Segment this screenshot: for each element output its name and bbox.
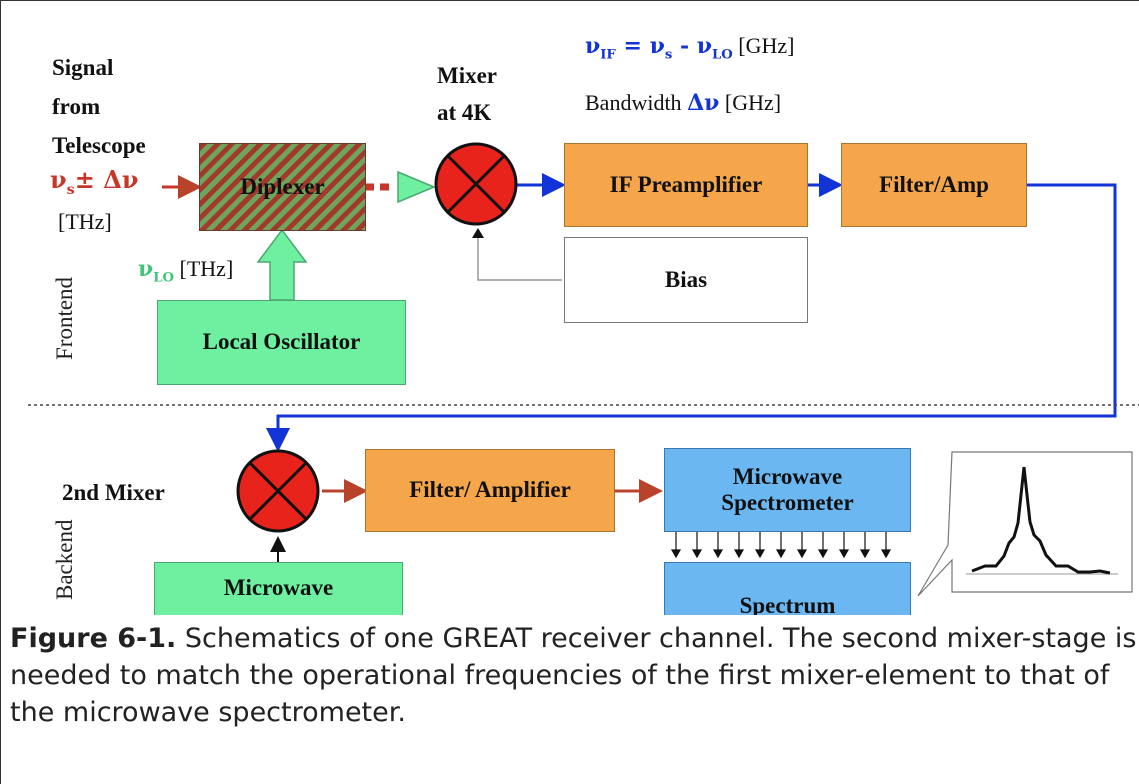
- diplexer-label: Diplexer: [240, 173, 325, 199]
- spectrum-label: Spectrum: [739, 593, 836, 615]
- diplexer-output-arrow: [397, 170, 436, 204]
- caption-label: Figure 6-1.: [10, 623, 177, 654]
- if-unit: [GHz]: [738, 33, 795, 58]
- figure-caption: Figure 6-1. Schematics of one GREAT rece…: [10, 620, 1139, 731]
- bias-label: Bias: [664, 266, 708, 292]
- bias-box: Bias: [564, 237, 808, 323]
- caption-text: Schematics of one GREAT receiver channel…: [10, 623, 1137, 728]
- local-oscillator-box: Local Oscillator: [157, 300, 406, 385]
- if-preamplifier-box: IF Preamplifier: [564, 143, 808, 227]
- bandwidth-symbol: Δν: [687, 90, 720, 116]
- schematic-wires: [28, 170, 1139, 597]
- receiver-schematic: Diplexer Local Oscillator IF Preamplifie…: [28, 33, 1139, 615]
- second-mixer-symbol: [236, 449, 320, 533]
- microwave-spectrometer-box: Microwave Spectrometer: [664, 448, 911, 532]
- spectrum-arrows: [670, 532, 892, 559]
- if-formula: νIF = νs - νLO [GHz]: [585, 33, 794, 62]
- microwave-box: Microwave: [154, 562, 403, 615]
- signal-frequency: νs± Δν: [50, 165, 139, 198]
- bias-line: [477, 236, 562, 281]
- lo-unit: [THz]: [179, 256, 234, 281]
- microwave-spectrometer-label: Microwave Spectrometer: [721, 463, 854, 515]
- lo-frequency: νLO [THz]: [138, 256, 234, 286]
- bandwidth-line: Bandwidth Δν [GHz]: [585, 90, 781, 116]
- frontend-label: Frontend: [52, 276, 77, 360]
- mixer-symbol: [434, 142, 518, 226]
- spectrum-callout: [917, 451, 1133, 597]
- second-mixer-label: 2nd Mixer: [62, 480, 165, 505]
- filter-amp-box: Filter/Amp: [841, 143, 1027, 227]
- bandwidth-label: Bandwidth: [585, 90, 682, 115]
- signal-frequency-text: νs± Δν: [50, 165, 139, 198]
- if-preamplifier-label: IF Preamplifier: [609, 171, 763, 197]
- local-oscillator-label: Local Oscillator: [202, 329, 361, 355]
- mixer-label: Mixer at 4K: [437, 63, 498, 125]
- lo-arrow: [256, 228, 308, 301]
- if-to-backend-line: [266, 183, 1117, 452]
- filter-amp-label: Filter/Amp: [879, 171, 989, 197]
- microwave-label: Microwave: [223, 575, 334, 600]
- filter-amplifier-box: Filter/ Amplifier: [365, 449, 615, 532]
- bandwidth-unit: [GHz]: [724, 90, 782, 115]
- filter-amplifier-label: Filter/ Amplifier: [409, 477, 571, 503]
- signal-label: Signal from Telescope: [52, 55, 146, 158]
- backend-label: Backend: [52, 519, 77, 600]
- diplexer-box: Diplexer: [199, 143, 366, 231]
- if-formula-text: νIF = νs - νLO: [585, 33, 733, 63]
- spectrum-trace: [971, 466, 1111, 575]
- signal-unit: [THz]: [58, 209, 112, 234]
- spectrum-box: Spectrum: [664, 562, 911, 615]
